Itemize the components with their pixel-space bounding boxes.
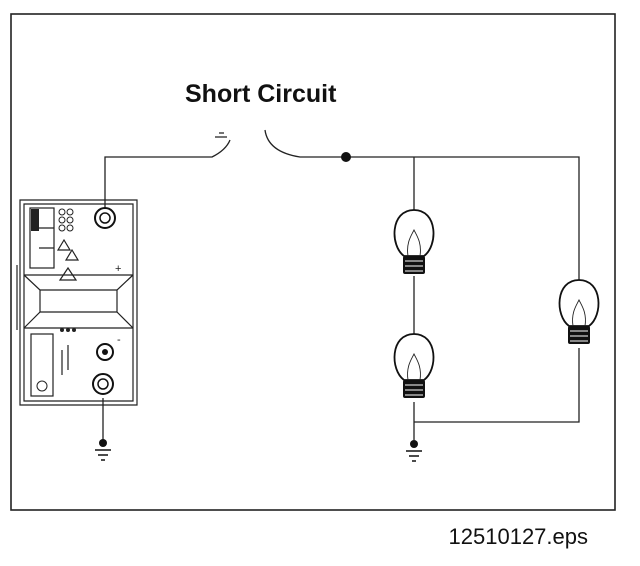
file-name-label: 12510127.eps	[449, 524, 588, 549]
diagram-frame	[10, 13, 616, 511]
diagram-title: Short Circuit	[185, 80, 337, 108]
lamp-right	[558, 279, 600, 344]
battery: + -	[16, 199, 138, 406]
lamp-upper	[393, 209, 435, 274]
broken-wire-ends	[215, 132, 227, 138]
ground-symbol-battery	[95, 439, 111, 461]
wire-top-segment	[264, 129, 580, 285]
circuit-wires	[102, 129, 580, 440]
junction-dot	[341, 152, 351, 162]
battery-minus-sign: -	[117, 334, 121, 346]
lamp-lower	[393, 333, 435, 398]
wire-left-segment	[104, 139, 231, 208]
ground-symbol-lamps	[406, 440, 422, 462]
battery-plus-sign: +	[115, 263, 121, 275]
wire-bottom-return	[414, 348, 580, 423]
